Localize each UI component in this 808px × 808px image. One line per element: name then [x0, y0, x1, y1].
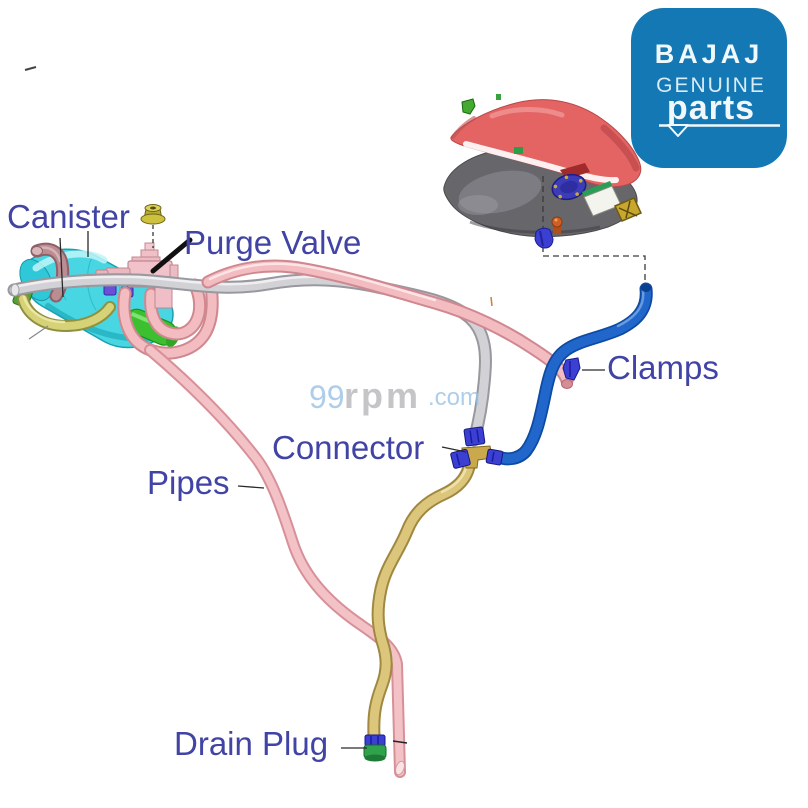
purge-valve-bottom-leg	[154, 285, 173, 309]
pink-pipe-drain-branch	[144, 344, 406, 778]
tank-dashed-leader	[542, 176, 646, 287]
tank-yellow-connector	[613, 197, 643, 222]
pink-pipe-end-cap	[561, 379, 573, 389]
label-purge-valve: Purge Valve	[184, 224, 361, 261]
blue-pipe-end-cap	[641, 284, 651, 292]
logo-parts-text: parts	[667, 89, 755, 127]
tank-bottom-shade	[469, 220, 601, 234]
bajaj-logo: BAJAJ GENUINE parts	[631, 8, 787, 168]
artifact-top-left-dash	[24, 66, 37, 71]
tank-top-highlight	[489, 106, 565, 119]
purge-valve-cap-bolt	[140, 204, 166, 225]
pink-pipe-clamp	[562, 357, 581, 381]
connector-clamp-right	[485, 448, 504, 466]
tank-orange-bolt	[551, 216, 563, 234]
drain-plug-assembly	[363, 734, 387, 762]
pipes-leader	[237, 485, 265, 489]
labels: Canister Purge Valve Clamps Connector Pi…	[7, 198, 719, 762]
label-connector: Connector	[272, 429, 424, 466]
pink-pipe-tick	[392, 740, 408, 744]
label-pipes: Pipes	[147, 464, 230, 501]
watermark-com: .com	[428, 384, 480, 411]
canister-highlight	[32, 250, 108, 272]
leader-lines	[59, 231, 605, 749]
canister-assembly	[12, 242, 219, 360]
tank-bottom-highlight-2	[458, 195, 498, 215]
gray-pipe-end-cap	[10, 283, 20, 297]
artifact-orange-tick	[490, 296, 493, 307]
tank-right-shade	[600, 124, 640, 172]
label-clamps: Clamps	[607, 349, 719, 386]
canister-leader-1	[59, 237, 64, 298]
pink-pipe-inner-loop	[144, 278, 207, 341]
drain-plug-bottom	[364, 754, 386, 762]
canister-yellow-hose	[17, 293, 116, 333]
connector-clamp-top	[463, 426, 486, 447]
watermark: 99 rpm .com	[309, 375, 480, 416]
label-canister: Canister	[7, 198, 130, 235]
tank-left-shade	[451, 116, 476, 139]
logo-brand-text: BAJAJ	[655, 39, 764, 69]
tank-green-chip	[514, 147, 523, 154]
label-drain-plug: Drain Plug	[174, 725, 328, 762]
fuel-tank-illustration	[443, 94, 643, 238]
drain-clamp-blue	[364, 734, 386, 747]
connector-leader	[441, 446, 467, 453]
purge-valve-arrow	[150, 237, 193, 274]
watermark-99: 99	[309, 379, 345, 415]
connector-assembly	[450, 426, 504, 469]
artifact-canister-line	[28, 325, 49, 340]
tank-blue-clamp	[534, 227, 554, 249]
tank-plate-green-edge	[582, 181, 613, 198]
tank-bottom-highlight	[458, 170, 542, 214]
tank-green-bracket	[461, 98, 476, 115]
logo-genuine-text: GENUINE	[656, 74, 766, 97]
blue-pipe	[492, 282, 653, 466]
connector-clamp-left	[450, 448, 471, 469]
pink-pipe-outer-loop	[117, 274, 219, 360]
canister-purple-clamp-1	[103, 284, 117, 296]
yellow-pipe	[367, 460, 476, 743]
tank-green-dot	[496, 94, 501, 100]
tank-specular-streak	[463, 141, 619, 184]
logo-underline-chevron	[667, 124, 689, 137]
pink-pipe-cut-tip	[395, 760, 405, 776]
watermark-rpm: rpm	[344, 375, 421, 416]
pink-pipe-main	[201, 259, 574, 389]
fuel-pump-flange	[551, 173, 587, 201]
